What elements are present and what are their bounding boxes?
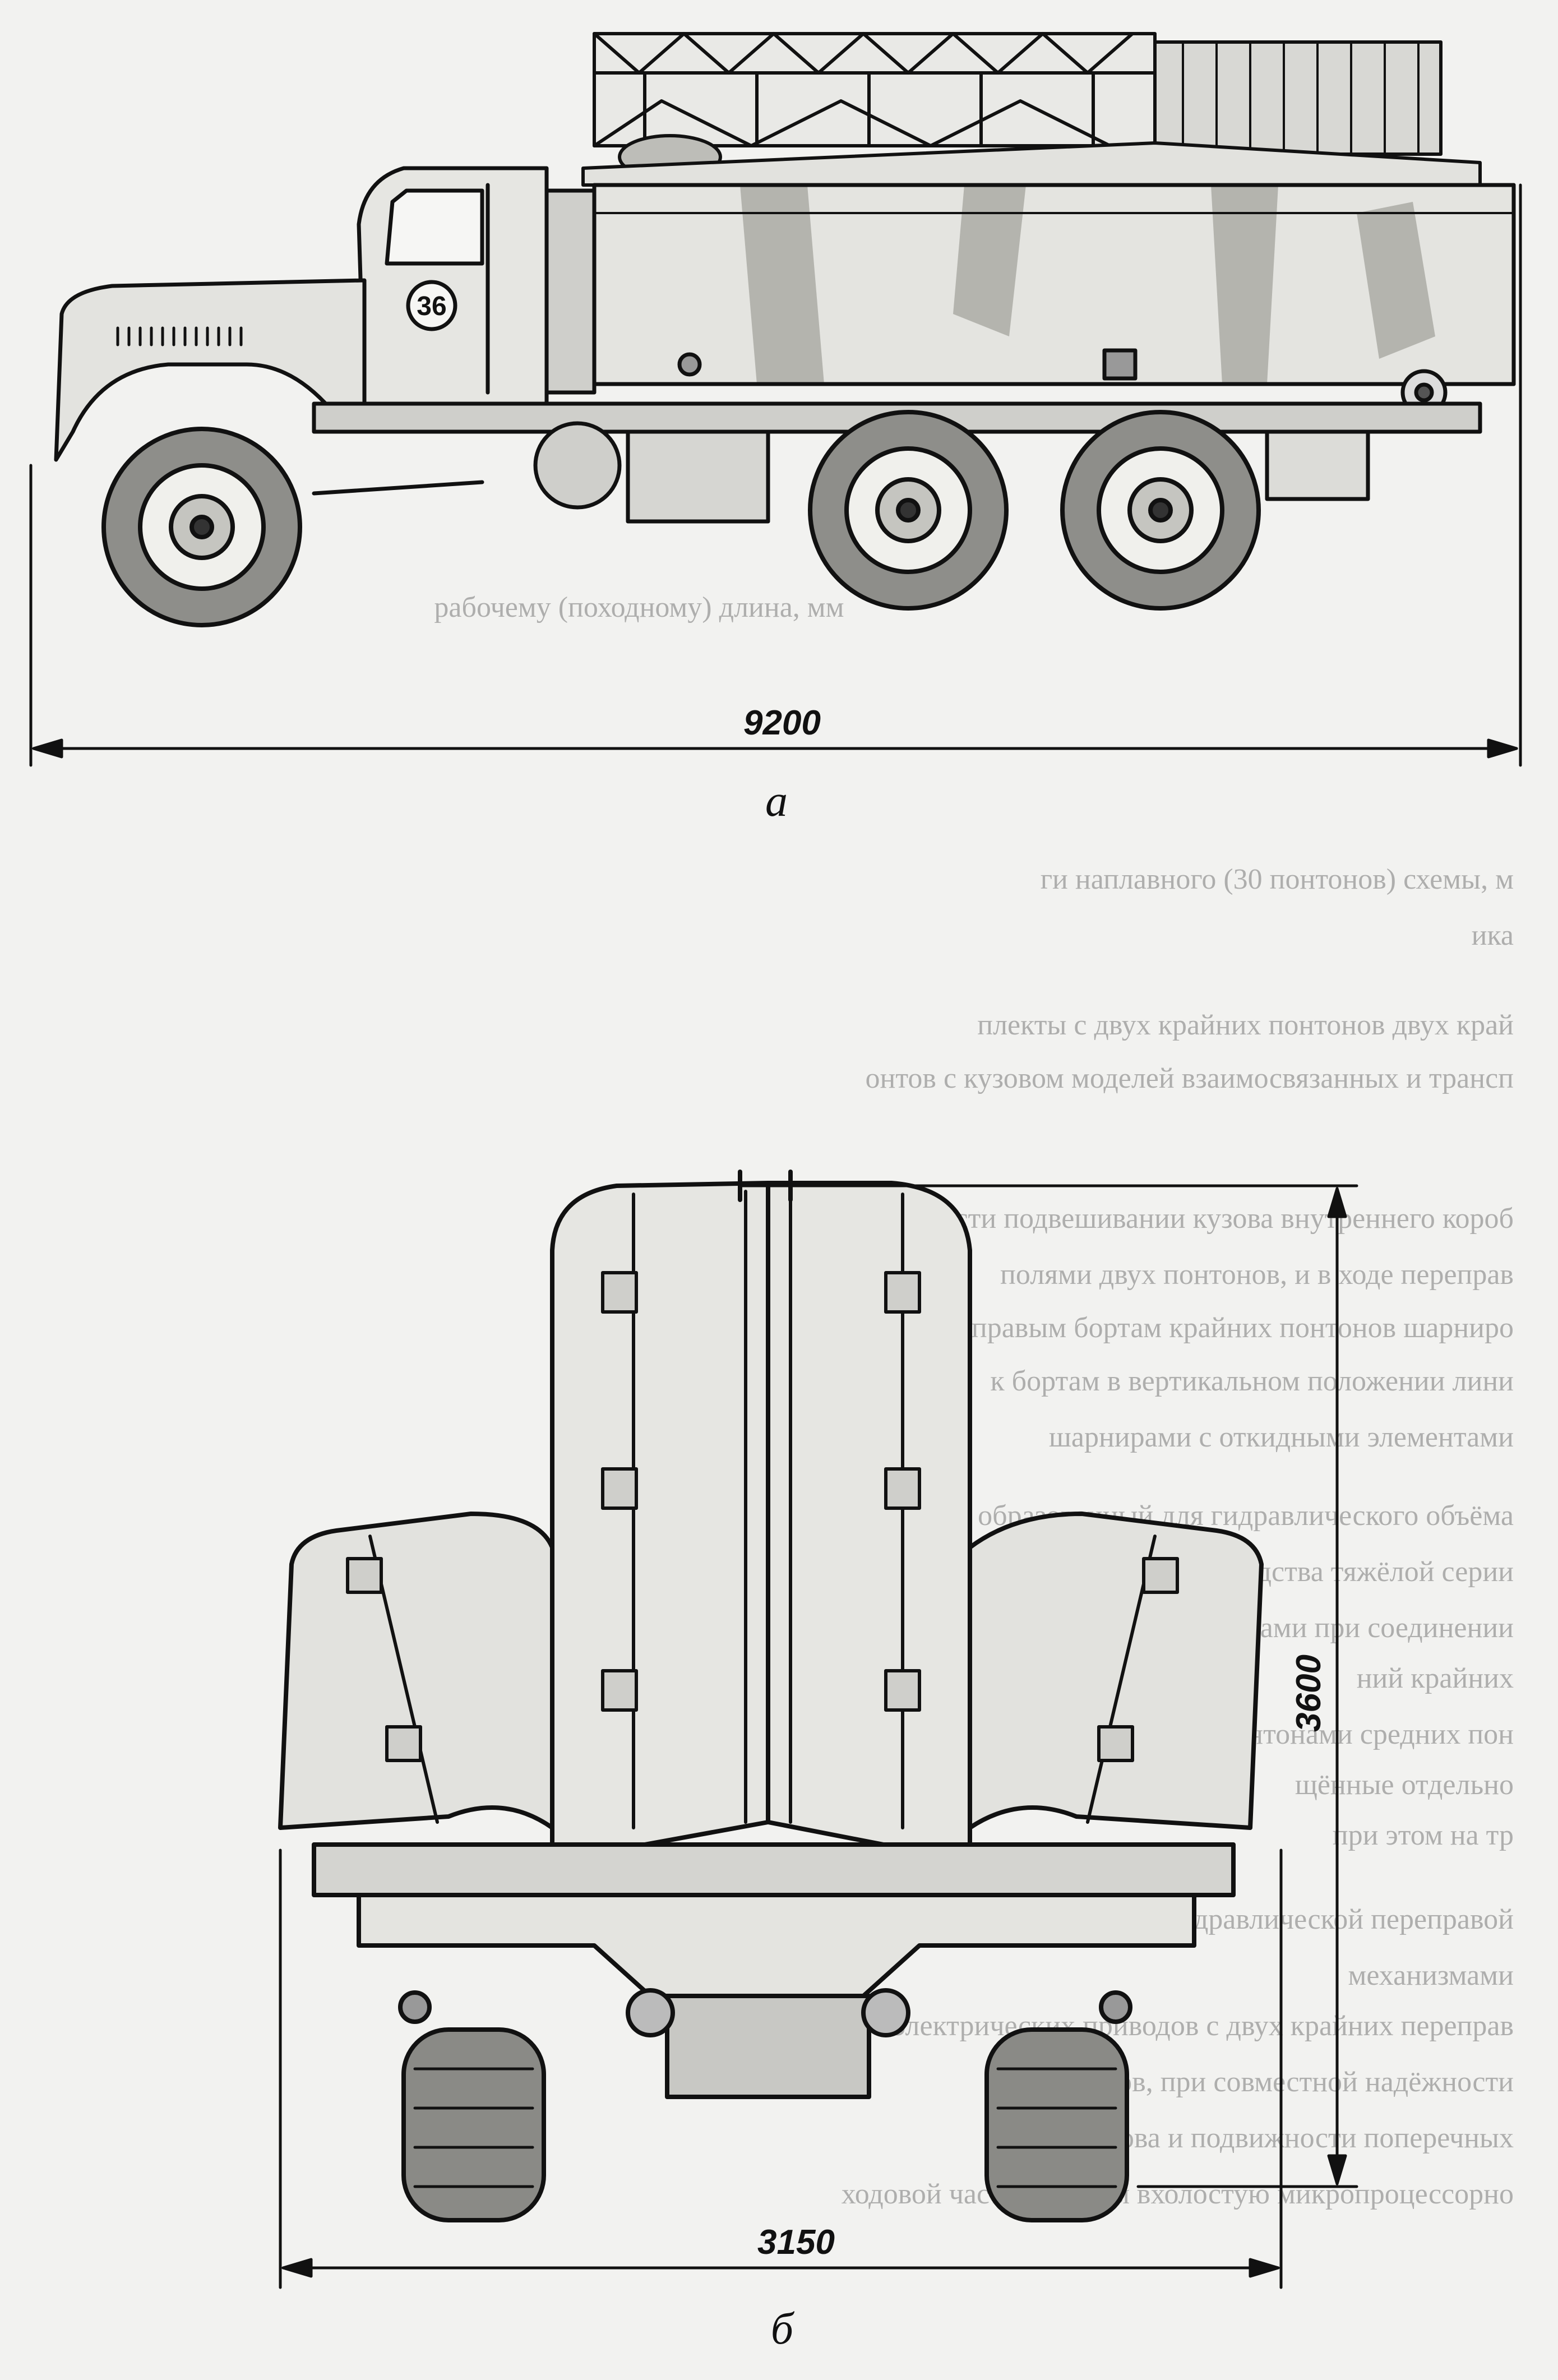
background-text-line: той части подвешивании кузова внутреннег…: [877, 1203, 1514, 1235]
dimension-width: [279, 1848, 1283, 2289]
background-text-line: гидравлической переправой: [1166, 1903, 1514, 1935]
figure-a-side-view: 36: [29, 32, 1522, 767]
truck-hood: [54, 278, 367, 462]
background-text-line: ги наплавного (30 понтонов) схемы, м: [1041, 863, 1514, 895]
dimension-length: [29, 183, 1522, 767]
pontoon-frame: [581, 32, 1482, 187]
background-text-line: электрических приводов с двух крайних пе…: [893, 2010, 1514, 2042]
background-text-line: щённые отдельно: [1295, 1769, 1514, 1801]
wheel-front: [101, 427, 302, 627]
rear-wheel-right: [984, 2027, 1129, 2222]
caption-b: б: [771, 2304, 795, 2354]
dimension-height: [738, 1184, 1358, 2188]
central-pontoons: [550, 1170, 972, 1864]
rear-body: [312, 1842, 1236, 2099]
right-side-pontoon: [968, 1512, 1264, 1830]
truck-cab: 36: [357, 166, 597, 406]
background-text-line: понтонами средних пон: [1217, 1718, 1514, 1750]
background-text-line: ний крайних: [1357, 1662, 1514, 1694]
cab-number: 36: [417, 292, 446, 321]
rear-wheel-left: [401, 2027, 546, 2222]
background-text-line: к бортам в вертикальном положении лини: [990, 1365, 1514, 1397]
figure-b-rear-view: [278, 1170, 1358, 2289]
dimension-width-label: 3150: [757, 2223, 835, 2262]
left-side-pontoon: [278, 1512, 554, 1830]
background-text-line: полями двух понтонов, и в ходе переправ: [1000, 1259, 1514, 1291]
background-text-line: рабочему (походному) длина, мм: [434, 591, 844, 623]
background-text-line: механизмами: [1348, 1960, 1514, 1991]
background-text-line: тах к правым бортам крайних понтонов шар…: [902, 1312, 1514, 1344]
background-text-line: ходовой части машины вхолостую микропроц…: [842, 2178, 1514, 2210]
background-text-line: шарнирами с откидными элементами: [1049, 1421, 1514, 1453]
dimension-length-label: 9200: [743, 704, 821, 742]
wheel-rear-2: [1060, 410, 1261, 611]
background-text-line: ика: [1472, 919, 1514, 951]
wheel-rear-1: [808, 410, 1009, 611]
dimension-height-label: 3600: [1289, 1655, 1328, 1732]
background-text-line: при этом на тр: [1333, 1819, 1514, 1851]
background-text-line: плекты с двух крайних понтонов двух край: [977, 1009, 1514, 1041]
cargo-body: [592, 183, 1516, 416]
background-text-line: онтов с кузовом моделей взаимосвязанных …: [866, 1062, 1514, 1094]
caption-a: а: [765, 777, 788, 826]
